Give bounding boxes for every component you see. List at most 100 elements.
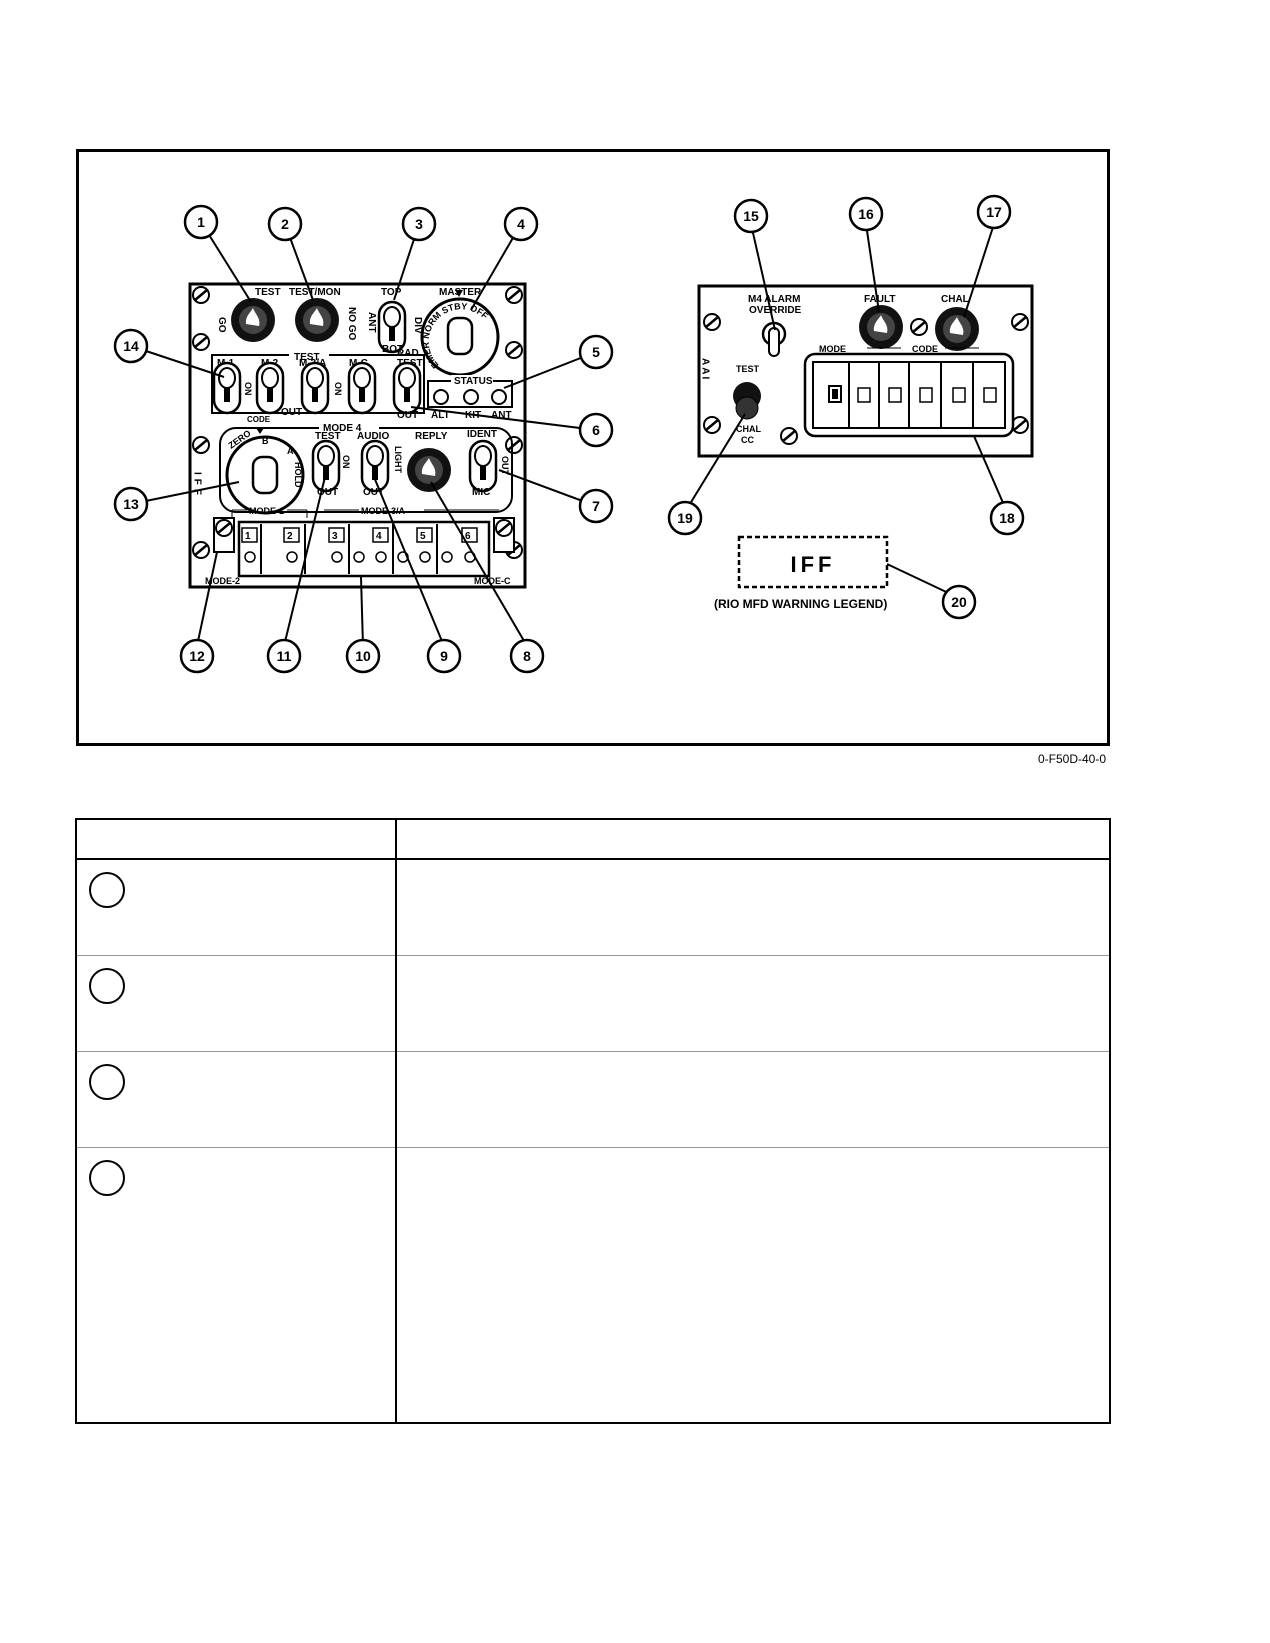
go-test-light[interactable] <box>231 298 275 342</box>
callout-16: 16 <box>848 196 884 232</box>
table-cell-index <box>75 1147 397 1424</box>
svg-text:FAULT: FAULT <box>864 294 895 305</box>
svg-text:OVERRIDE: OVERRIDE <box>749 305 802 316</box>
callout-circle <box>89 1063 125 1100</box>
svg-text:ON: ON <box>341 455 351 469</box>
svg-text:16: 16 <box>858 206 874 222</box>
callout-4: 4 <box>503 206 539 242</box>
svg-text:20: 20 <box>951 594 967 610</box>
svg-text:OUT: OUT <box>281 407 302 418</box>
callout-18: 18 <box>989 500 1025 536</box>
svg-text:15: 15 <box>743 208 759 224</box>
callout-13: 13 <box>113 486 149 522</box>
svg-text:AUDIO: AUDIO <box>357 431 389 442</box>
svg-text:OUT: OUT <box>397 410 418 421</box>
svg-text:OUT: OUT <box>500 456 510 476</box>
svg-text:MODE 4: MODE 4 <box>323 423 362 434</box>
svg-text:10: 10 <box>355 648 371 664</box>
table-row <box>75 1147 1111 1424</box>
callout-11: 11 <box>266 638 302 674</box>
m2-test-switch[interactable] <box>255 361 285 415</box>
callout-6: 6 <box>578 412 614 448</box>
svg-text:5: 5 <box>420 531 426 542</box>
svg-text:OUT: OUT <box>363 487 384 498</box>
svg-text:ON: ON <box>333 382 343 396</box>
svg-text:NO GO: NO GO <box>346 307 357 341</box>
svg-text:3: 3 <box>415 216 423 232</box>
table-header-description <box>395 818 1111 860</box>
reply-light[interactable] <box>407 448 451 492</box>
rad-test-switch[interactable] <box>392 361 422 415</box>
table-cell-description <box>395 1051 1111 1148</box>
svg-text:MODE-C: MODE-C <box>474 576 511 586</box>
svg-text:7: 7 <box>592 498 600 514</box>
svg-text:LIGHT: LIGHT <box>393 446 403 473</box>
mode4-test-switch[interactable] <box>311 439 341 493</box>
svg-text:(RIO MFD WARNING LEGEND): (RIO MFD WARNING LEGEND) <box>714 597 887 611</box>
svg-text:9: 9 <box>440 648 448 664</box>
svg-text:2: 2 <box>287 531 293 542</box>
svg-text:ALT: ALT <box>431 410 450 421</box>
svg-text:3: 3 <box>332 531 338 542</box>
figure-frame: TEST GO TEST/MON NO GO TOP ANT DIV BOT M… <box>76 149 1110 746</box>
svg-text:M4 ALARM: M4 ALARM <box>748 294 800 305</box>
svg-text:MODE-3/A: MODE-3/A <box>361 506 406 516</box>
svg-text:TEST: TEST <box>255 287 281 298</box>
svg-text:14: 14 <box>123 338 139 354</box>
description-table <box>75 818 1111 1424</box>
master-switch[interactable] <box>420 290 500 377</box>
figure-id: 0-F50D-40-0 <box>1037 752 1106 766</box>
svg-text:IFF: IFF <box>192 472 203 499</box>
mode4-audio-switch[interactable] <box>360 439 390 493</box>
ident-switch[interactable] <box>468 439 498 493</box>
mc-test-switch[interactable] <box>347 361 377 415</box>
svg-text:8: 8 <box>523 648 531 664</box>
mode4-code-switch[interactable] <box>225 428 305 515</box>
callout-19: 19 <box>667 500 703 536</box>
svg-text:CC: CC <box>741 435 754 445</box>
svg-text:4: 4 <box>517 216 525 232</box>
code-wheels[interactable] <box>237 520 491 578</box>
callout-15: 15 <box>733 198 769 234</box>
modec-switch[interactable] <box>493 517 515 553</box>
aai-control-panel: M4 ALARM OVERRIDE FAULT CHAL AAI TEST CH… <box>697 284 1034 458</box>
table-cell-index <box>75 859 397 956</box>
svg-text:11: 11 <box>277 648 292 664</box>
svg-text:RAD: RAD <box>397 348 419 359</box>
svg-text:1: 1 <box>245 531 251 542</box>
svg-text:IFF: IFF <box>791 552 836 577</box>
test-mon-light[interactable] <box>295 298 339 342</box>
svg-text:17: 17 <box>986 204 1002 220</box>
table-cell-description <box>395 955 1111 1052</box>
svg-text:13: 13 <box>123 496 139 512</box>
callout-9: 9 <box>426 638 462 674</box>
svg-text:GO: GO <box>216 317 227 333</box>
callout-8: 8 <box>509 638 545 674</box>
svg-text:HOLD: HOLD <box>293 462 303 488</box>
iff-control-panel: TEST GO TEST/MON NO GO TOP ANT DIV BOT M… <box>188 282 527 589</box>
table-cell-description <box>395 1147 1111 1424</box>
m4-alarm-override-switch[interactable] <box>761 321 787 357</box>
iff-panel-illustration: TEST GO TEST/MON NO GO TOP ANT DIV BOT M… <box>113 194 1034 674</box>
chal-light[interactable] <box>935 307 979 351</box>
table-cell-index <box>75 1051 397 1148</box>
svg-text:CODE: CODE <box>912 344 938 354</box>
m1-test-switch[interactable] <box>212 361 242 415</box>
callout-circle <box>89 1159 125 1196</box>
svg-text:5: 5 <box>592 344 600 360</box>
svg-text:REPLY: REPLY <box>415 431 448 442</box>
callout-12: 12 <box>179 638 215 674</box>
svg-text:AAI: AAI <box>700 358 711 381</box>
svg-text:ON: ON <box>243 382 253 396</box>
callout-5: 5 <box>578 334 614 370</box>
callout-20: 20 <box>941 584 977 620</box>
m3a-test-switch[interactable] <box>300 361 330 415</box>
aai-test-chal-switch[interactable] <box>733 382 761 420</box>
svg-text:CHAL: CHAL <box>736 424 761 434</box>
svg-text:1: 1 <box>197 214 205 230</box>
svg-text:6: 6 <box>465 531 471 542</box>
fault-light[interactable] <box>859 305 903 349</box>
mode2-switch[interactable] <box>213 517 235 553</box>
callout-14: 14 <box>113 328 149 364</box>
